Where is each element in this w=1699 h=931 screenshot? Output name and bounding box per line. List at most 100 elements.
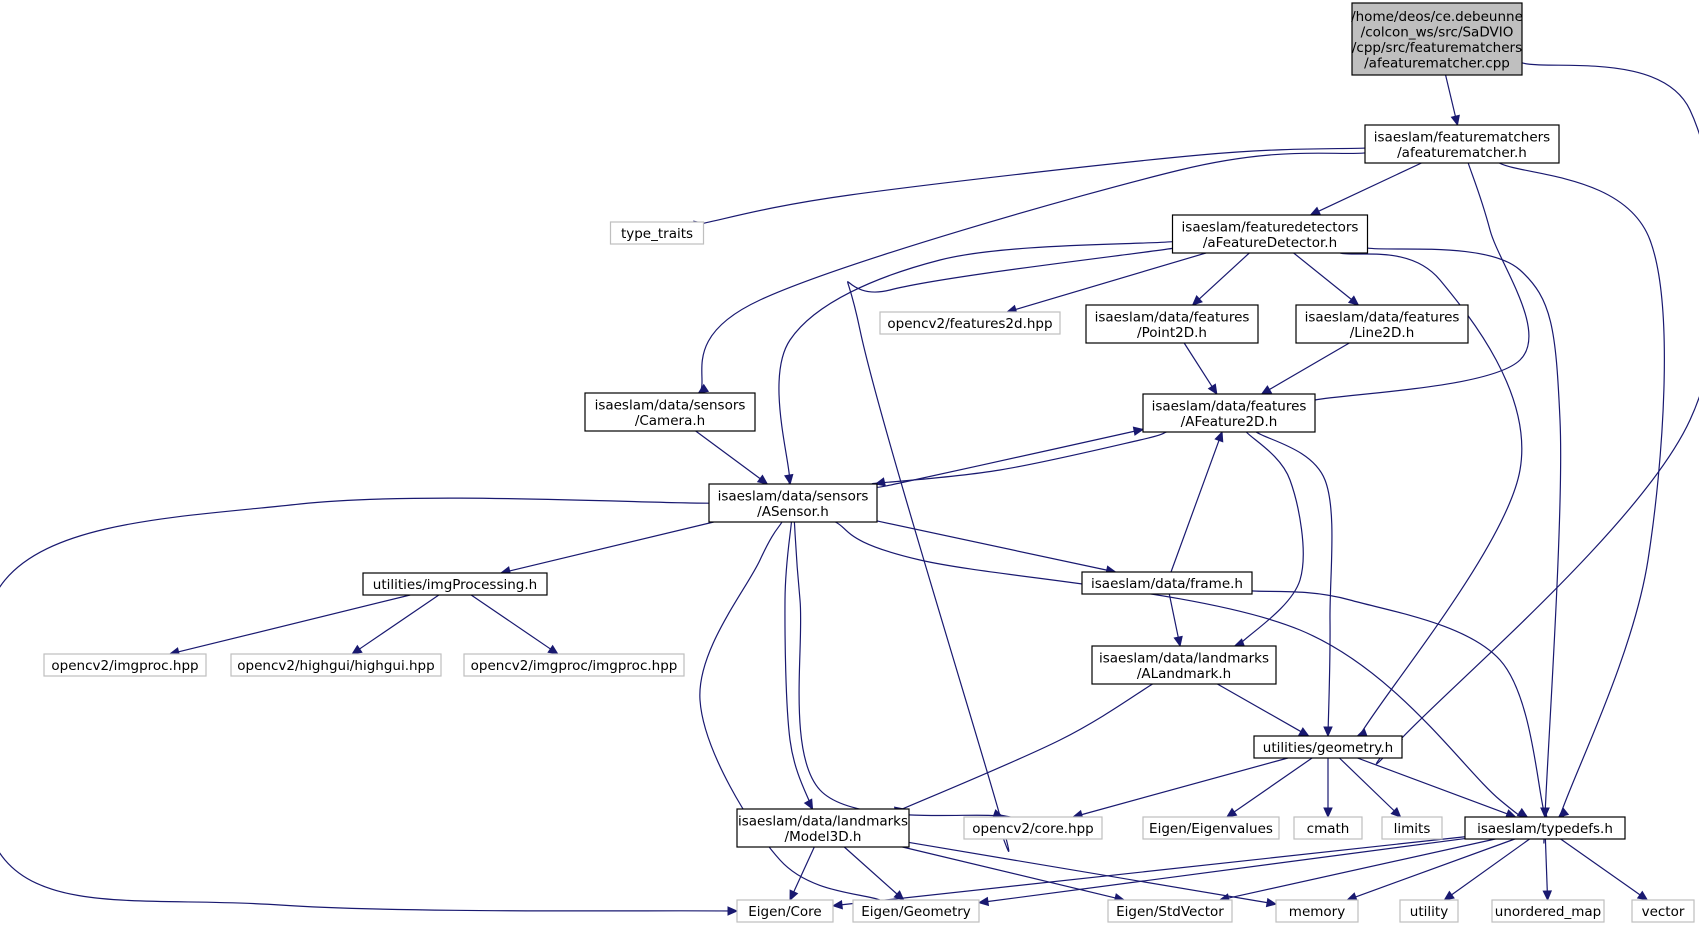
edge-line bbox=[178, 594, 411, 653]
edge-line bbox=[886, 683, 1153, 817]
edge-frame_h-to-alandmark_h bbox=[1168, 593, 1183, 648]
edge-arrowhead bbox=[1265, 897, 1278, 908]
node-label: utilities/imgProcessing.h bbox=[373, 577, 537, 593]
node-box bbox=[1295, 304, 1469, 344]
node-label: isaeslam/data/landmarks bbox=[1099, 650, 1269, 666]
node-label: opencv2/highgui/highgui.hpp bbox=[237, 658, 434, 674]
edge-afeaturedetector_h-to-asensor_h bbox=[778, 241, 1173, 493]
node-label: /cpp/src/featurematchers bbox=[1352, 40, 1522, 56]
node-label: type_traits bbox=[621, 226, 693, 242]
edge-arrowhead bbox=[1207, 383, 1218, 396]
node-label: /AFeature2D.h bbox=[1181, 414, 1278, 430]
node-afeature2d-h[interactable]: isaeslam/data/features/AFeature2D.h bbox=[1142, 393, 1316, 433]
node-root[interactable]: /home/deos/ce.debeunne/colcon_ws/src/SaD… bbox=[1351, 2, 1523, 76]
edge-line2d_h-to-afeature2d_h bbox=[1260, 342, 1350, 395]
edge-line bbox=[1375, 62, 1699, 765]
node-box bbox=[1275, 899, 1359, 923]
node-label: isaeslam/data/features bbox=[1095, 309, 1250, 325]
node-label: isaeslam/data/frame.h bbox=[1091, 576, 1243, 592]
node-frame-h[interactable]: isaeslam/data/frame.h bbox=[1081, 571, 1253, 595]
edge-line bbox=[1544, 838, 1548, 892]
edge-arrowhead bbox=[1260, 385, 1273, 395]
node-label: vector bbox=[1642, 904, 1685, 920]
edge-point2d_h-to-afeature2d_h bbox=[1183, 342, 1218, 396]
edge-arrowhead bbox=[1323, 807, 1333, 819]
edge-arrowhead bbox=[1542, 890, 1553, 902]
edge-arrowhead bbox=[1443, 890, 1455, 901]
edge-arrowhead bbox=[1214, 430, 1224, 443]
edge-afeaturematcher_h-to-afeaturedetector_h bbox=[1309, 162, 1422, 216]
edge-arrowhead bbox=[1516, 807, 1529, 818]
edge-alandmark_h-to-geometry_h bbox=[1217, 683, 1310, 737]
node-box bbox=[1091, 645, 1277, 685]
node-afeaturematcher-h[interactable]: isaeslam/featurematchers/afeaturematcher… bbox=[1364, 124, 1560, 164]
edge-line bbox=[359, 594, 440, 650]
node-afeaturedetector-h[interactable]: isaeslam/featuredetectors/aFeatureDetect… bbox=[1171, 214, 1369, 254]
edge-arrowhead bbox=[1390, 806, 1402, 818]
edge-afeaturedetector_h-to-line2d_h bbox=[1293, 252, 1360, 306]
edge-arrowhead bbox=[1347, 295, 1360, 306]
node-label: /Camera.h bbox=[635, 413, 705, 429]
node-label: Eigen/Geometry bbox=[861, 904, 971, 920]
node-label: utilities/geometry.h bbox=[1263, 740, 1393, 756]
node-label: /ALandmark.h bbox=[1137, 666, 1231, 682]
edge-line bbox=[841, 836, 1466, 906]
node-camera-h[interactable]: isaeslam/data/sensors/Camera.h bbox=[584, 392, 756, 432]
node-line2d-h[interactable]: isaeslam/data/features/Line2D.h bbox=[1295, 304, 1469, 344]
edge-root-to-geometry_h bbox=[1375, 62, 1699, 765]
node-box bbox=[736, 808, 910, 848]
edge-line bbox=[843, 846, 898, 895]
node-label: isaeslam/data/landmarks bbox=[738, 813, 908, 829]
node-box bbox=[1399, 899, 1459, 923]
edge-arrowhead bbox=[756, 474, 769, 485]
node-imgprocessing-h[interactable]: utilities/imgProcessing.h bbox=[362, 572, 548, 596]
edge-asensor_h-to-afeature2d_h bbox=[876, 426, 1146, 488]
node-asensor-h[interactable]: isaeslam/data/sensors/ASensor.h bbox=[708, 483, 878, 523]
edge-line bbox=[793, 521, 1013, 818]
edge-line bbox=[1255, 431, 1333, 743]
node-label: utility bbox=[1410, 904, 1448, 920]
edge-typedefs_h-to-vector bbox=[1560, 838, 1649, 901]
edge-asensor_h-to-imgprocessing_h bbox=[499, 521, 714, 576]
edge-asensor_h-to-eigen_core bbox=[0, 497, 768, 916]
node-box bbox=[584, 392, 756, 432]
node-label: cmath bbox=[1307, 821, 1350, 837]
node-typedefs-h[interactable]: isaeslam/typedefs.h bbox=[1464, 816, 1626, 840]
node-box bbox=[230, 653, 442, 677]
node-label: isaeslam/data/sensors bbox=[718, 488, 869, 504]
node-label: /aFeatureDetector.h bbox=[1203, 235, 1337, 251]
node-label: Eigen/StdVector bbox=[1116, 904, 1224, 920]
edge-line bbox=[1217, 683, 1302, 733]
node-alandmark-h[interactable]: isaeslam/data/landmarks/ALandmark.h bbox=[1091, 645, 1277, 685]
node-model3d-h[interactable]: isaeslam/data/landmarks/Model3D.h bbox=[736, 808, 910, 848]
edge-arrowhead bbox=[1309, 206, 1322, 216]
node-box bbox=[736, 899, 834, 923]
edge-afeature2d_h-to-asensor_h bbox=[871, 431, 1167, 487]
node-box bbox=[963, 816, 1103, 840]
edge-imgprocessing_h-to-imgproc_imgproc_hpp bbox=[470, 594, 559, 655]
node-geometry-h[interactable]: utilities/geometry.h bbox=[1253, 735, 1403, 759]
node-box bbox=[1107, 899, 1233, 923]
edge-imgprocessing_h-to-highgui_hpp bbox=[351, 594, 440, 655]
edge-arrowhead bbox=[789, 889, 799, 902]
edge-line bbox=[871, 431, 1167, 485]
node-point2d-h[interactable]: isaeslam/data/features/Point2D.h bbox=[1085, 304, 1259, 344]
node-label: Eigen/Core bbox=[748, 904, 822, 920]
edge-afeaturedetector_h-to-point2d_h bbox=[1191, 252, 1250, 306]
edge-arrowhead bbox=[1450, 114, 1460, 127]
edge-afeaturematcher_h-to-typedefs_h bbox=[1498, 162, 1665, 835]
node-label: memory bbox=[1289, 904, 1345, 920]
node-eigen-core: Eigen/Core bbox=[736, 899, 834, 923]
node-label: isaeslam/typedefs.h bbox=[1477, 821, 1613, 837]
node-box bbox=[1364, 124, 1560, 164]
node-box bbox=[43, 653, 207, 677]
edge-arrowhead bbox=[1298, 727, 1310, 737]
node-box bbox=[1491, 899, 1605, 923]
edge-line bbox=[0, 497, 768, 913]
node-box bbox=[1351, 2, 1523, 76]
edge-line bbox=[1233, 757, 1313, 813]
node-box bbox=[1464, 816, 1626, 840]
node-utility: utility bbox=[1399, 899, 1459, 923]
edge-line bbox=[1444, 74, 1456, 117]
edge-arrowhead bbox=[1173, 635, 1183, 648]
